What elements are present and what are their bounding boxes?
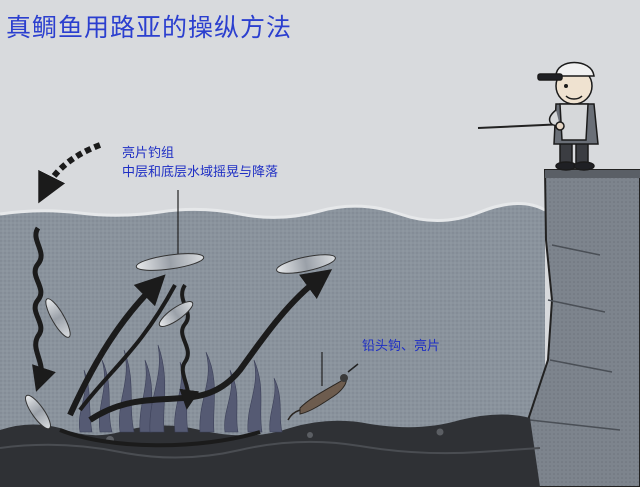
fisherman-icon [537,61,599,171]
page-title: 真鲷鱼用路亚的操纵方法 [6,13,293,42]
spoon-lure-icon [276,254,336,274]
motion-arrow-icon [88,269,333,423]
fishing-rod-icon [477,123,566,129]
spoon-rig-annotation: 亮片钓组 中层和底层水域摇晃与降落 [122,144,278,182]
motion-arrow-icon [32,226,56,392]
motion-arrow-icon [78,284,177,412]
spoon-lure-icon [45,298,71,338]
spoon-lure-icon [135,190,205,271]
seabed [0,414,540,487]
jighead-lure-icon [287,352,359,421]
spoon-lure-icon [158,301,194,327]
jighead-annotation: 铅头钩、亮片 [362,339,441,354]
sky-background [0,0,640,215]
spoon-rig-label: 亮片钓组 [122,146,175,161]
water-body [0,203,545,487]
water-surface [0,201,546,222]
spoon-lure-icon [25,394,51,430]
spoon-rig-description: 中层和底层水域摇晃与降落 [122,165,279,180]
motion-arrow-icon [67,274,166,417]
